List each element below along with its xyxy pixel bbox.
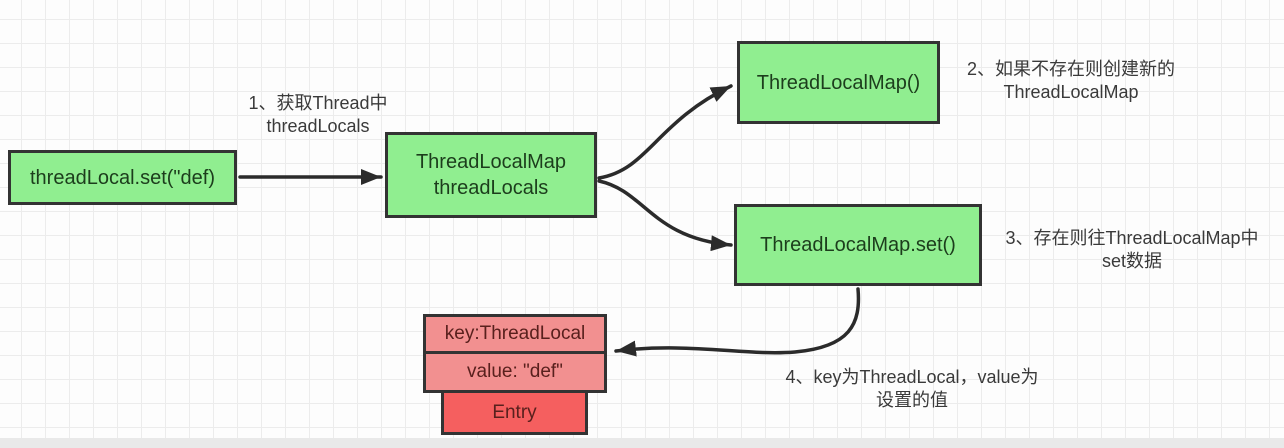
node-label-line1: ThreadLocalMap [415, 151, 567, 173]
arrow-map-to-new [597, 84, 733, 180]
node-label: threadLocal.set("def) [30, 166, 215, 189]
annotation-line: threadLocals [266, 116, 370, 137]
arrow-map-to-set [597, 179, 733, 252]
annotation-line: 2、如果不存在则创建新的 [966, 59, 1175, 79]
annotation-step1: 1、获取Thread中 threadLocals [218, 92, 418, 138]
node-entry: Entry [441, 390, 588, 435]
annotation-line: set数据 [1101, 251, 1162, 272]
node-threadlocalmap-constructor: ThreadLocalMap() [737, 41, 940, 124]
annotation-step3: 3、存在则往ThreadLocalMap中 set数据 [980, 227, 1284, 273]
annotation-line: ThreadLocalMap [1003, 82, 1139, 103]
node-threadlocal-set: threadLocal.set("def) [8, 150, 237, 205]
annotation-step2: 2、如果不存在则创建新的 ThreadLocalMap [945, 58, 1197, 104]
annotation-line: 1、获取Thread中 [248, 93, 388, 113]
annotation-line: 3、存在则往ThreadLocalMap中 [1005, 228, 1259, 248]
annotation-step4: 4、key为ThreadLocal，value为 设置的值 [752, 366, 1072, 412]
node-label: key:ThreadLocal [444, 323, 586, 344]
node-label: ThreadLocalMap.set() [760, 234, 956, 256]
annotation-line: 设置的值 [876, 390, 948, 411]
node-entry-key: key:ThreadLocal [423, 314, 607, 354]
window-bottom-edge [0, 438, 1284, 448]
node-entry-value: value: "def" [423, 351, 607, 393]
node-label: Entry [492, 401, 537, 423]
node-label: ThreadLocalMap() [756, 71, 921, 94]
node-label: value: "def" [467, 361, 563, 382]
annotation-line: 4、key为ThreadLocal，value为 [785, 367, 1039, 387]
node-label-line2: threadLocals [433, 177, 549, 199]
node-threadlocalmap-set: ThreadLocalMap.set() [734, 204, 982, 286]
arrow-set-to-entry [614, 287, 861, 357]
node-threadlocalmap-threadlocals: ThreadLocalMap threadLocals [385, 132, 597, 218]
